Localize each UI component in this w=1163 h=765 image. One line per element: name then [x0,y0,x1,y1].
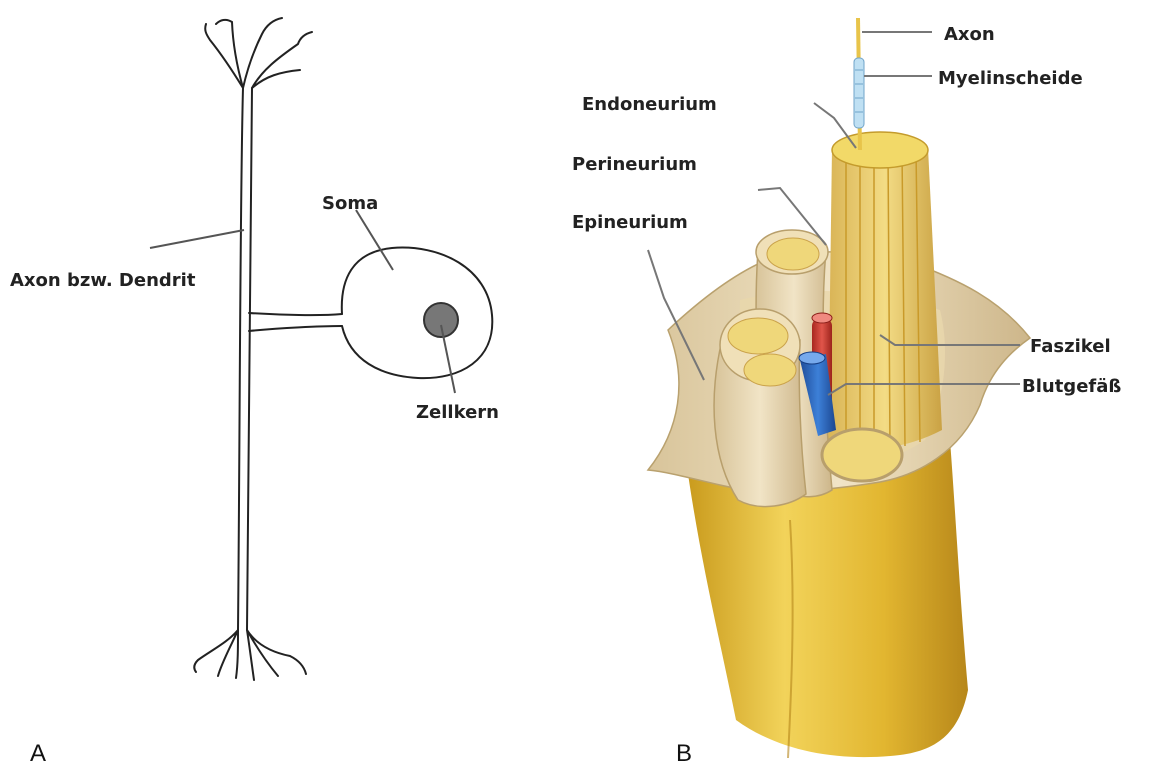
front-fascicle [714,309,806,507]
leader-soma [356,210,393,270]
label-soma: Soma [322,193,378,214]
label-myelinscheide: Myelinscheide [938,68,1083,89]
label-blutgefaess: Blutgefäß [1022,376,1121,397]
panel-label-a: A [30,740,46,765]
leader-axon-dendrite [150,230,244,248]
label-epineurium: Epineurium [572,212,688,233]
label-axon-dendrite: Axon bzw. Dendrit [10,270,196,291]
panel-b-nerve-illustration: Axon Myelinscheide Endoneurium Perineuri… [572,18,1121,765]
panel-a-neuron-diagram: Soma Axon bzw. Dendrit Zellkern A [10,18,499,765]
axon-myelin-strand [854,18,864,150]
top-dendrite-branches [205,18,312,88]
cell-nucleus [424,303,458,337]
panel-label-b: B [676,740,692,765]
label-perineurium: Perineurium [572,154,697,175]
soma-outline [342,248,493,379]
label-endoneurium: Endoneurium [582,94,717,115]
label-axon: Axon [944,24,995,45]
soma-stem-upper [249,313,342,315]
label-faszikel: Faszikel [1030,336,1111,357]
bottom-dendrite-branches [194,630,306,680]
soma-stem-lower [249,326,342,331]
axon-process-right-edge [247,88,252,630]
axon-process-left-edge [238,88,243,630]
small-fascicle [822,429,902,481]
label-zellkern: Zellkern [416,402,499,423]
central-fascicle [828,132,942,448]
